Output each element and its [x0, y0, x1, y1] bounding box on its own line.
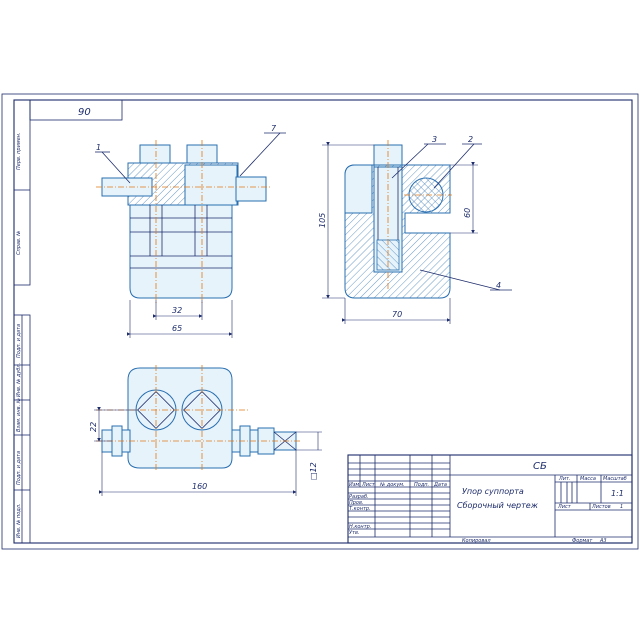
dim-22: 22: [89, 422, 98, 432]
dim-32: 32: [172, 306, 182, 315]
role-6: Утв.: [349, 530, 360, 536]
col-lit: Лит.: [558, 476, 571, 482]
callout-1: 1: [96, 143, 101, 152]
section-view: 3 2 4 105 60 70: [318, 135, 512, 324]
callout-4: 4: [496, 281, 501, 290]
dim-square-12: □12: [309, 462, 318, 480]
drawing-frame: [13, 99, 633, 544]
front-view: 1 7 32 65: [95, 124, 286, 338]
sheet-label: Лист: [557, 504, 572, 510]
side-label-7: Инв. № подл.: [16, 504, 22, 539]
sheets-label: Листов: [591, 504, 611, 510]
title-block: Изм. Лист № докум. Подп. Дата Разраб. Пр…: [347, 454, 633, 544]
role-3: Т.контр.: [349, 506, 371, 512]
stamp-code: 90: [78, 107, 91, 118]
rev-header-3: № докум.: [379, 482, 405, 488]
callout-2: 2: [468, 135, 473, 144]
format-label: Формат: [572, 538, 593, 544]
top-left-stamp: 90: [29, 99, 123, 121]
role-5: Н.контр.: [349, 524, 371, 530]
side-label-5: Взам. инв. №: [16, 398, 22, 432]
side-label-3: Подп. и дата: [16, 324, 22, 358]
dim-105: 105: [318, 213, 327, 228]
left-side-column: Перв. примен. Справ. № Подп. и дата Инв.…: [13, 99, 31, 544]
dim-160: 160: [192, 482, 207, 491]
side-label-2: Справ. №: [16, 231, 22, 255]
rev-header-1: Изм.: [349, 482, 361, 488]
role-2: Пров.: [349, 500, 364, 506]
col-scale: Масштаб: [603, 476, 627, 482]
top-view: 22 160 □12: [89, 365, 322, 496]
side-label-1: Перв. примен.: [16, 132, 22, 170]
dim-60: 60: [463, 208, 472, 218]
rev-header-5: Дата: [433, 482, 447, 488]
rev-header-4: Подп.: [414, 482, 429, 488]
role-1: Разраб.: [349, 494, 369, 500]
col-mass: Масса: [580, 476, 596, 482]
dim-70: 70: [392, 310, 402, 319]
sheet-edge: [1, 93, 639, 550]
side-label-6: Подп. и дата: [16, 451, 22, 485]
rev-header-2: Лист: [361, 482, 376, 488]
sheets-value: 1: [620, 504, 623, 510]
title-line-1: Упор суппорта: [462, 487, 524, 496]
callout-3: 3: [432, 135, 437, 144]
title-line-2: Сборочный чертеж: [457, 501, 539, 510]
scale-value: 1:1: [611, 489, 624, 498]
side-label-4: Инв. № дубл.: [16, 363, 22, 397]
format-value: A3: [599, 538, 607, 544]
dim-65: 65: [172, 324, 182, 333]
copied-label: Копировал: [462, 538, 491, 544]
callout-7: 7: [271, 124, 277, 133]
designation: СБ: [533, 461, 547, 472]
